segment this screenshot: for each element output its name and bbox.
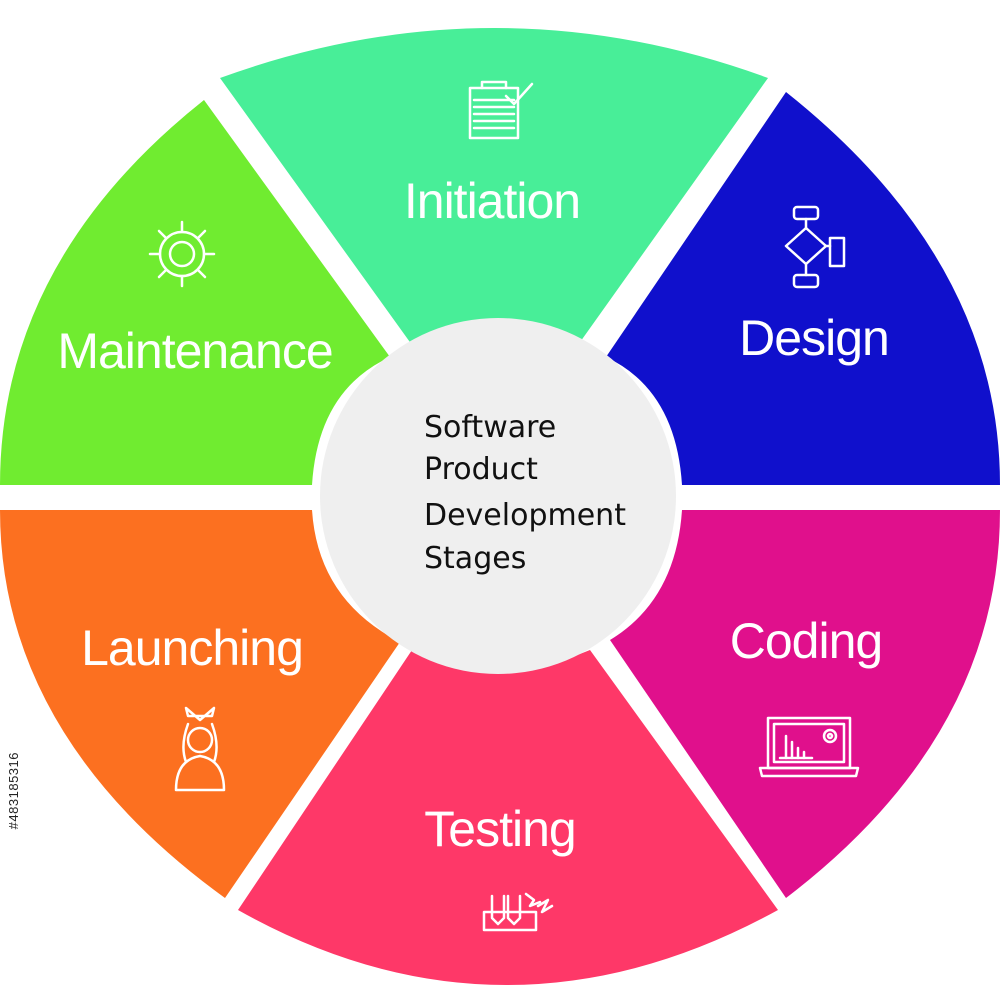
clipboard-check-icon (468, 80, 534, 140)
center-line-1: Software (424, 410, 556, 445)
segment-launching (0, 510, 400, 898)
center-line-4: Stages (424, 541, 526, 576)
center-title: Software Product Development Stages (424, 410, 636, 576)
gear-icon (148, 220, 216, 288)
segment-design (606, 92, 1000, 485)
stage-label-maintenance: Maintenance (57, 323, 332, 379)
stage-label-testing: Testing (424, 801, 575, 857)
stage-label-coding: Coding (730, 613, 882, 669)
test-lab-icon (482, 892, 554, 932)
segment-maintenance (0, 100, 390, 485)
stage-label-design: Design (739, 310, 889, 366)
stock-id-label: #483185316 (6, 752, 21, 830)
monitor-chart-gear-icon (758, 716, 860, 778)
center-circle (320, 318, 676, 674)
segment-testing (238, 650, 778, 985)
stage-label-initiation: Initiation (404, 173, 580, 229)
center-line-2: Product (424, 452, 538, 487)
user-launch-icon (174, 706, 226, 792)
segment-initiation (220, 28, 768, 345)
segment-coding (610, 510, 1000, 898)
stage-label-launching: Launching (81, 620, 303, 676)
flowchart-icon (784, 205, 846, 289)
center-line-3: Development (424, 498, 626, 533)
